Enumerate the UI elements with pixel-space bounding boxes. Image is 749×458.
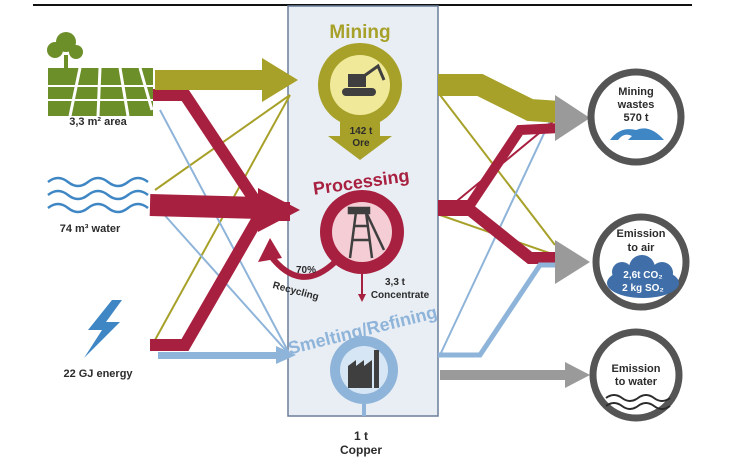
processing-to-air-flow bbox=[438, 204, 560, 264]
energy-input-label: 22 GJ energy bbox=[63, 368, 133, 380]
air-co2: 2,6t CO₂ bbox=[623, 270, 662, 281]
energy-to-smelting-flow bbox=[158, 352, 278, 359]
air-node bbox=[592, 213, 690, 311]
copper-label: Copper bbox=[340, 443, 382, 457]
concentrate-amount: 3,3 t bbox=[385, 277, 406, 288]
wastes-node bbox=[587, 68, 685, 166]
mining-title: Mining bbox=[329, 22, 390, 43]
water-input-label: 74 m³ water bbox=[60, 223, 121, 235]
ore-arrow bbox=[328, 122, 392, 160]
water-waves-icon bbox=[605, 394, 671, 410]
air-arrowhead bbox=[555, 240, 590, 284]
wastes-line1: Mining bbox=[618, 86, 653, 98]
recycling-percent: 70% bbox=[296, 265, 316, 276]
factory-icon bbox=[348, 350, 379, 388]
processing-node bbox=[320, 190, 404, 274]
mining-input-arrowhead bbox=[262, 58, 298, 102]
wastes-amount: 570 t bbox=[623, 112, 648, 124]
mining-to-wastes-flow bbox=[438, 74, 561, 123]
excavator-icon bbox=[342, 63, 386, 96]
smelting-to-air-flow bbox=[438, 262, 560, 358]
mining-node bbox=[318, 43, 402, 127]
recycling-arrowhead bbox=[258, 238, 282, 262]
smelting-to-water-flow bbox=[440, 370, 570, 380]
headframe-icon bbox=[347, 206, 386, 259]
air-line2: to air bbox=[628, 242, 656, 254]
concentrate-arrowhead bbox=[358, 294, 366, 302]
water-node bbox=[589, 328, 683, 422]
water-line1: Emission bbox=[612, 363, 661, 375]
lightning-icon bbox=[84, 300, 122, 358]
water-line2: to water bbox=[615, 376, 658, 388]
concentrate-label: Concentrate bbox=[371, 290, 430, 301]
copper-amount: 1 t bbox=[354, 429, 368, 443]
water-arrowhead bbox=[565, 362, 590, 388]
area-to-processing-flow bbox=[150, 89, 290, 214]
area-input-label: 3,3 m² area bbox=[69, 116, 127, 128]
wastes-line2: wastes bbox=[617, 99, 655, 111]
processing-input-arrowhead bbox=[258, 188, 300, 232]
ore-amount: 142 t bbox=[350, 126, 373, 137]
air-line1: Emission bbox=[617, 228, 666, 240]
energy-to-processing-flow bbox=[150, 209, 290, 351]
smelting-node bbox=[330, 336, 398, 404]
wastes-arrowhead bbox=[555, 95, 590, 141]
air-so2: 2 kg SO₂ bbox=[622, 283, 664, 294]
water-to-processing-flow bbox=[149, 194, 261, 219]
recycling-arrow bbox=[267, 253, 338, 280]
waves-icon bbox=[47, 176, 149, 214]
smelting-input-arrowhead bbox=[276, 346, 296, 364]
ore-label: Ore bbox=[352, 138, 370, 149]
field-icon bbox=[47, 32, 154, 117]
cloud-icon bbox=[607, 255, 679, 298]
area-to-mining-flow bbox=[155, 70, 265, 90]
